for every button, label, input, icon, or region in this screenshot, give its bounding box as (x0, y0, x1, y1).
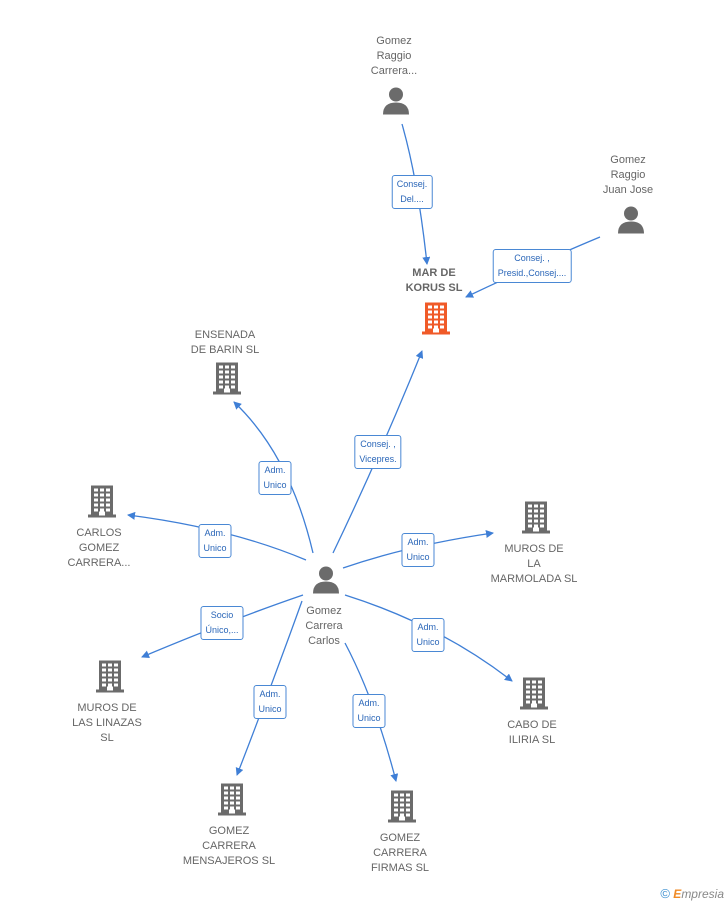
building-icon[interactable] (211, 361, 243, 400)
building-icon[interactable] (420, 301, 452, 340)
node-label-cabo-de-iliria[interactable]: CABO DE ILIRIA SL (507, 719, 557, 746)
relation-label[interactable]: Consej. Del.... (391, 175, 433, 209)
node-label-ensenada-de-barin[interactable]: ENSENADA DE BARIN SL (190, 329, 260, 356)
building-icon[interactable] (94, 659, 126, 698)
node-label-gomez-carrera-firmas[interactable]: GOMEZ CARRERA FIRMAS SL (370, 832, 430, 874)
relation-label[interactable]: Adm. Unico (352, 694, 386, 728)
relation-label[interactable]: Consej. , Presid.,Consej.... (492, 249, 572, 283)
person-icon[interactable] (381, 86, 411, 121)
node-label-muros-de-las-linazas[interactable]: MUROS DE LAS LINAZAS SL (72, 702, 142, 744)
relation-label[interactable]: Adm. Unico (198, 524, 232, 558)
building-icon[interactable] (518, 676, 550, 715)
person-icon[interactable] (311, 565, 341, 600)
relation-label[interactable]: Adm. Unico (258, 461, 292, 495)
node-label-gomez-raggio-carrera[interactable]: Gomez Raggio Carrera... (370, 35, 418, 77)
node-label-gomez-raggio-juan-jose[interactable]: Gomez Raggio Juan Jose (602, 154, 654, 196)
footer-brand: © Empresia (660, 886, 724, 901)
relation-label[interactable]: Adm. Unico (401, 533, 435, 567)
building-icon[interactable] (520, 500, 552, 539)
building-icon[interactable] (216, 782, 248, 821)
node-label-muros-de-la-marmolada[interactable]: MUROS DE LA MARMOLADA SL (490, 543, 578, 585)
building-icon[interactable] (386, 789, 418, 828)
node-label-carlos-gomez-carrera[interactable]: CARLOS GOMEZ CARRERA... (67, 527, 131, 569)
copyright-icon: © (660, 886, 670, 901)
building-icon[interactable] (86, 484, 118, 523)
brand-name: mpresia (681, 887, 724, 901)
node-label-gomez-carrera-carlos[interactable]: Gomez Carrera Carlos (305, 605, 343, 647)
relation-label[interactable]: Adm. Unico (411, 618, 445, 652)
node-label-gomez-carrera-mensajeros[interactable]: GOMEZ CARRERA MENSAJEROS SL (182, 825, 276, 867)
relation-label[interactable]: Adm. Unico (253, 685, 287, 719)
brand-initial: E (673, 887, 682, 901)
node-label-mar-de-korus[interactable]: MAR DE KORUS SL (405, 267, 463, 294)
relation-label[interactable]: Socio Único,... (200, 606, 244, 640)
relation-label[interactable]: Consej. , Vicepres. (354, 435, 402, 469)
person-icon[interactable] (616, 205, 646, 240)
